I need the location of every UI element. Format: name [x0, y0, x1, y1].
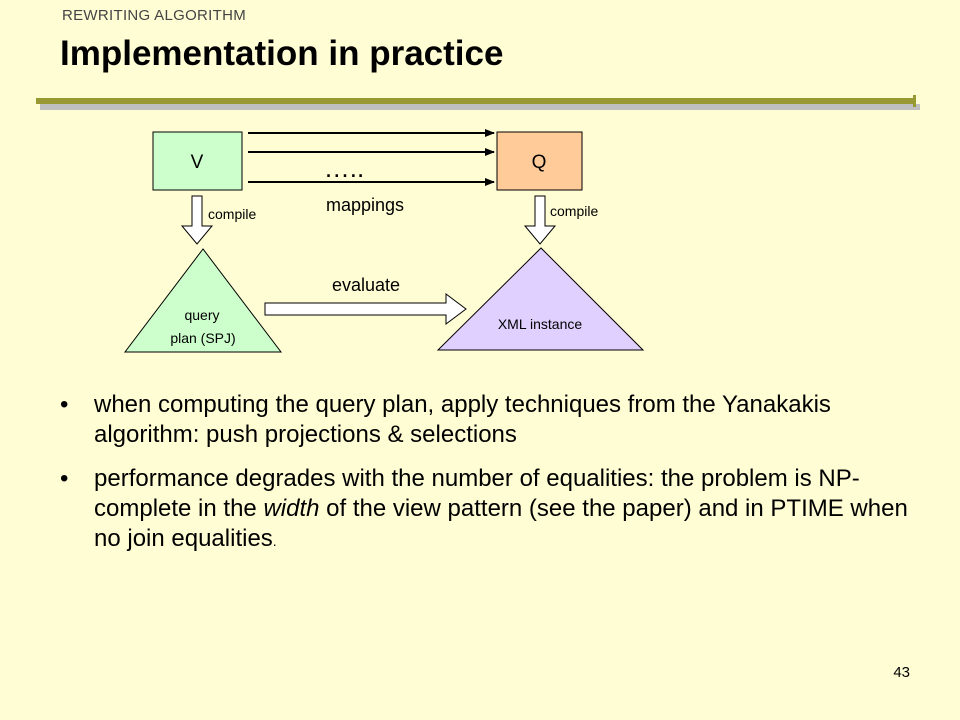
compile-arrow-left	[180, 195, 214, 245]
view-box	[152, 131, 243, 191]
section-label: REWRITING ALGORITHM	[62, 7, 247, 24]
xml-instance-triangle	[436, 247, 645, 351]
page-number: 43	[893, 664, 910, 681]
query-label: Q	[532, 152, 547, 173]
title-rule-bar	[36, 98, 916, 104]
view-label: V	[191, 152, 204, 173]
bullet-dot: •	[60, 391, 69, 418]
emphasis-width: width	[263, 495, 320, 522]
mappings-ellipsis: …..	[324, 153, 364, 183]
mappings-label: mappings	[326, 195, 404, 215]
compile-label-left: compile	[208, 206, 256, 222]
bullet-text: when computing the query plan, apply tec…	[94, 391, 831, 448]
title-rule	[36, 95, 920, 110]
rewriting-diagram: V Q ….. mappings compile compile query p…	[123, 129, 645, 353]
bullet-text-part: performance degrades with the number of …	[94, 465, 860, 522]
query-plan-label-line1: query	[184, 307, 219, 323]
query-plan-triangle	[123, 248, 283, 353]
query-plan-label-line2: plan (SPJ)	[170, 330, 235, 346]
bullet-period: .	[272, 533, 277, 549]
compile-arrow-right	[523, 195, 557, 245]
evaluate-label: evaluate	[332, 275, 400, 295]
evaluate-arrow	[264, 293, 467, 325]
bullet-dot: •	[60, 465, 69, 492]
title-rule-end	[913, 95, 916, 107]
bullet-text: performance degrades with the number of …	[94, 465, 908, 552]
bullet-item: • when computing the query plan, apply t…	[60, 390, 920, 450]
compile-label-right: compile	[550, 203, 598, 219]
slide-title: Implementation in practice	[60, 34, 504, 73]
bullet-text-part: of the view pattern (see the paper) and …	[94, 495, 908, 552]
bullet-item: • performance degrades with the number o…	[60, 464, 920, 556]
title-rule-shadow	[40, 104, 920, 110]
query-box	[496, 131, 583, 191]
bullet-list: • when computing the query plan, apply t…	[60, 390, 920, 570]
xml-instance-label: XML instance	[498, 316, 583, 332]
